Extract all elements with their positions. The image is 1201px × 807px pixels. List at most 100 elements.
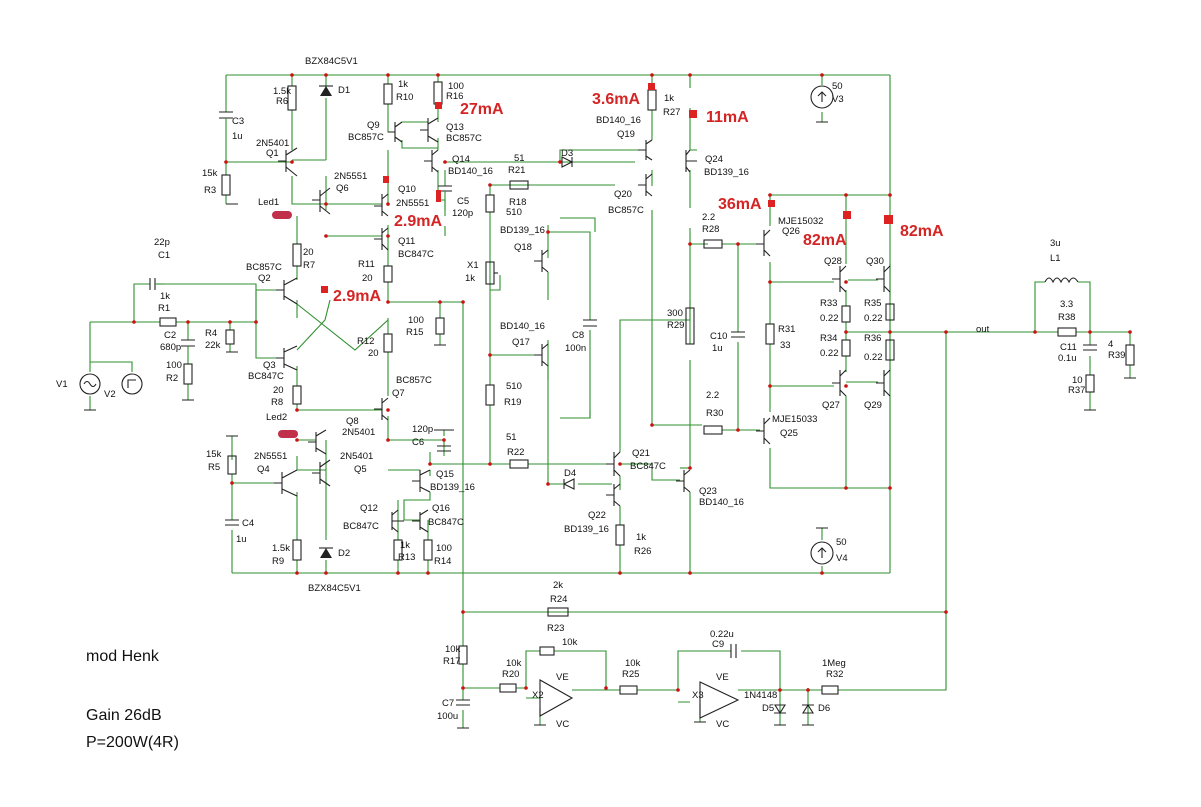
label-Q10t: 2N5551: [396, 198, 429, 209]
junction-dot: [688, 73, 692, 77]
label-R2v: 100: [166, 360, 182, 371]
label-C10v: 1u: [712, 343, 723, 354]
junction-dot: [888, 486, 892, 490]
resistor-R3: [221, 174, 231, 196]
note-mod: mod Henk: [86, 648, 160, 665]
label-R7v: 20: [303, 247, 314, 258]
junction-dot: [324, 234, 328, 238]
label-Q28: Q28: [824, 256, 842, 267]
component-labels: BZX84C5V1 D1 1.5k R6 C3 1u 2N5401 Q1 15k…: [56, 56, 1125, 730]
diode-D6: [802, 703, 814, 714]
junction-dot: [1033, 330, 1037, 334]
label-Led2: Led2: [266, 412, 287, 423]
label-C11: C11: [1060, 342, 1077, 353]
capacitor-C1: [149, 278, 164, 290]
current-82mA-q30: 82mA: [900, 223, 944, 240]
label-D1: D1: [338, 85, 350, 96]
label-R23v: 10k: [562, 637, 578, 648]
label-R36: R36: [864, 333, 881, 344]
resistor-R32: [821, 685, 839, 695]
label-R34v: 0.22: [820, 348, 839, 359]
label-C5v: 120p: [452, 208, 473, 219]
opamp-X2: [539, 679, 574, 717]
label-L1v: 3u: [1050, 238, 1061, 249]
label-V3: V3: [832, 94, 844, 105]
label-Q7t: BC857C: [396, 375, 432, 386]
label-Q25: Q25: [780, 428, 798, 439]
label-R15: R15: [406, 327, 423, 338]
label-VC2: VC: [556, 719, 569, 730]
design-notes: mod Henk Gain 26dB P=200W(4R): [86, 648, 179, 751]
junction-dots: [132, 73, 1132, 692]
label-VE3: VE: [716, 672, 729, 683]
junction-dot: [1088, 330, 1092, 334]
label-BZX2: BZX84C5V1: [308, 583, 361, 594]
label-R10: R10: [396, 92, 413, 103]
label-Q9: Q9: [367, 120, 380, 131]
label-R28: R28: [702, 224, 719, 235]
transistor-Q13: [420, 117, 439, 143]
label-Q18t: BD139_16: [500, 225, 545, 236]
current-11mA: 11mA: [706, 109, 749, 126]
junction-dot: [295, 408, 299, 412]
label-R4v: 22k: [205, 340, 221, 351]
label-R26v: 1k: [636, 532, 646, 543]
resistor-R6: [287, 85, 297, 111]
resistor-R15: [435, 317, 445, 335]
resistor-R14: [423, 539, 433, 561]
led-Led2: [278, 430, 298, 438]
diode-D3: [561, 156, 574, 168]
label-R39: R39: [1108, 350, 1125, 361]
junction-dot: [888, 193, 892, 197]
label-R25: R25: [622, 669, 639, 680]
junction-dot: [488, 462, 492, 466]
resistor-R8: [292, 385, 302, 405]
capacitor-C10: [731, 331, 745, 338]
junction-dot: [650, 73, 654, 77]
label-R8v: 20: [273, 385, 284, 396]
junction-dot: [228, 320, 232, 324]
label-R1: R1: [158, 303, 170, 314]
junction-dot: [806, 688, 810, 692]
label-V1: V1: [56, 379, 68, 390]
junction-dot: [844, 384, 848, 388]
label-V4v: 50: [836, 537, 847, 548]
components: [79, 81, 1136, 729]
label-VE2: VE: [556, 672, 569, 683]
label-Q5t: 2N5401: [340, 451, 373, 462]
current-2-9mA-q6: 2.9mA: [333, 288, 381, 305]
transistor-Q29: [876, 369, 891, 397]
resistor-R18: [485, 194, 495, 213]
label-R35: R35: [864, 298, 881, 309]
label-Q29: Q29: [864, 400, 882, 411]
label-Q6t: 2N5551: [334, 171, 367, 182]
label-D5t: 1N4148: [744, 690, 777, 701]
junction-dot: [844, 193, 848, 197]
capacitor-C11: [1083, 344, 1097, 351]
resistor-R7: [292, 243, 302, 267]
resistor-R17: [458, 645, 468, 665]
junction-dot: [1128, 330, 1132, 334]
resistor-R34: [841, 339, 851, 357]
transistor-Q3: [276, 345, 298, 371]
transistor-Q27: [832, 369, 847, 397]
label-R27: R27: [663, 107, 680, 118]
junction-dot: [386, 234, 390, 238]
label-Q26t: MJE15032: [778, 216, 823, 227]
label-C7: C7: [442, 698, 454, 709]
resistor-R9: [292, 539, 302, 561]
label-D3: D3: [561, 148, 573, 159]
resistor-R20: [499, 683, 517, 693]
transistor-Q26: [756, 229, 771, 257]
label-Q16: Q16: [432, 503, 450, 514]
resistor-R38: [1057, 327, 1077, 337]
label-Q22t: BD139_16: [564, 524, 609, 535]
junction-dot: [324, 202, 328, 206]
label-C6v: 120p: [412, 424, 433, 435]
label-Q21: Q21: [632, 448, 650, 459]
junction-dot: [254, 320, 258, 324]
junction-dot: [186, 320, 190, 324]
label-Q20t: BC857C: [608, 205, 644, 216]
grounds: [84, 121, 1136, 729]
transistor-Q5: [312, 459, 331, 487]
